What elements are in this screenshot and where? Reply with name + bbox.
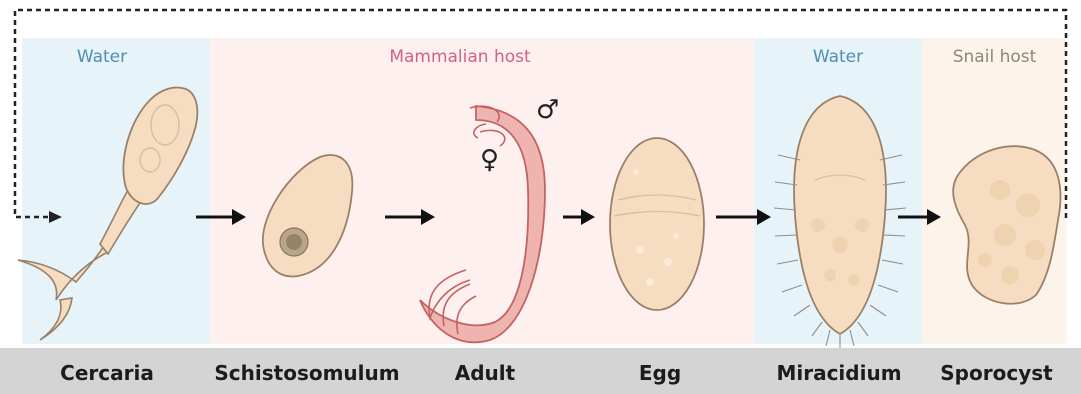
egg-organism <box>610 138 704 310</box>
cercaria-organism <box>18 88 197 341</box>
arrow-cercaria-to-schistosomulum <box>196 209 246 225</box>
adult-worm-pair <box>420 106 545 342</box>
stage-label-cercaria: Cercaria <box>22 361 192 385</box>
arrow-miracidium-to-sporocyst <box>898 209 941 225</box>
arrow-egg-to-miracidium <box>716 209 771 225</box>
sporocyst-organism <box>953 146 1060 304</box>
stage-label-adult: Adult <box>430 361 540 385</box>
arrow-adult-to-egg <box>563 209 595 225</box>
stage-label-miracidium: Miracidium <box>754 361 924 385</box>
schistosomulum-organism <box>263 155 353 276</box>
arrow-schistosomulum-to-adult <box>385 209 435 225</box>
miracidium-organism <box>774 96 906 350</box>
stage-label-egg: Egg <box>610 361 710 385</box>
female-symbol: ♀ <box>480 145 499 175</box>
stage-label-sporocyst: Sporocyst <box>924 361 1069 385</box>
stage-label-schistosomulum: Schistosomulum <box>192 361 422 385</box>
male-symbol: ♂ <box>536 95 559 125</box>
